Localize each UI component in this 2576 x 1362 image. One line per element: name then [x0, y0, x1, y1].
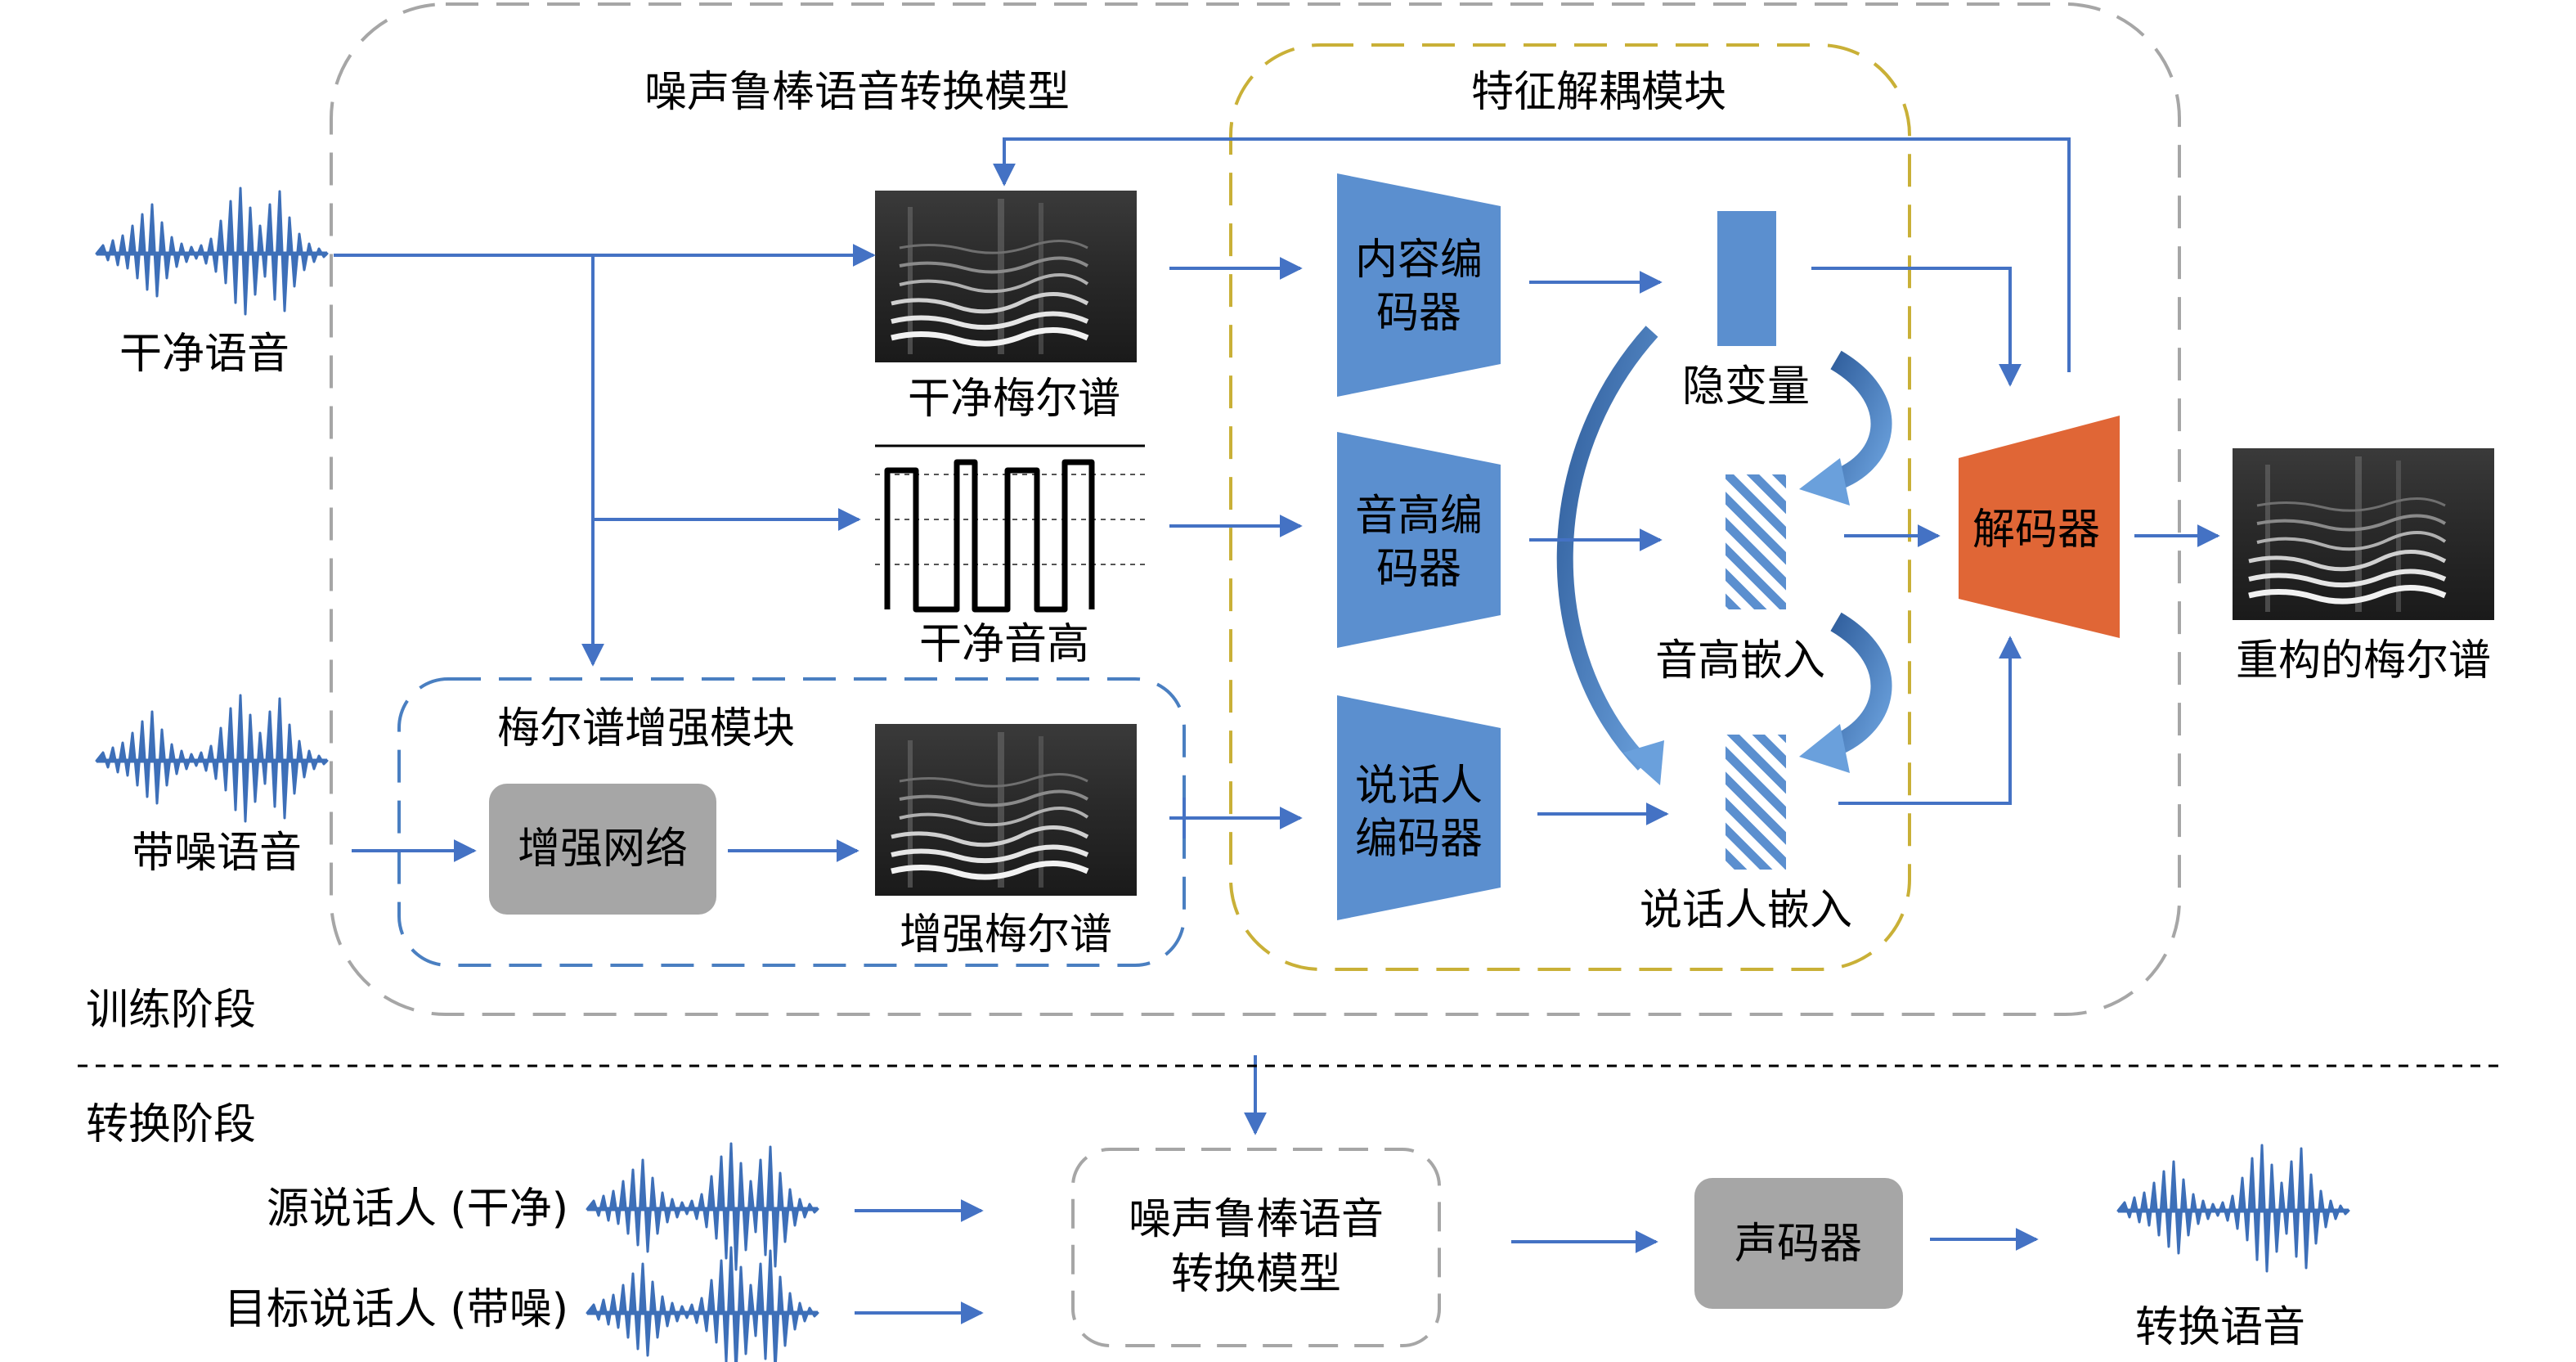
clean-mel-spectrogram: [875, 191, 1137, 362]
pitch-encoder-label-2: 码器: [1376, 545, 1461, 594]
target-speaker-label: 目标说话人 (带噪): [224, 1285, 568, 1334]
conversion-arrows: [855, 1199, 2039, 1324]
speaker-encoder-label-2: 编码器: [1355, 815, 1483, 864]
enhanced-mel-label: 增强梅尔谱: [900, 910, 1112, 960]
clean-pitch-plot: [875, 444, 1145, 613]
reconstructed-mel-spectrogram: [2233, 448, 2494, 620]
speaker-encoder-label-1: 说话人: [1355, 762, 1483, 811]
decouple-title: 特征解耦模块: [1471, 68, 1726, 117]
clean-pitch-label: 干净音高: [919, 620, 1089, 669]
latent-block: [1717, 211, 1776, 346]
speaker-encoder: [1337, 695, 1501, 920]
enhanced-mel-spectrogram: [875, 724, 1137, 896]
pitch-embed-block: [1726, 474, 1786, 609]
speaker-embed-block: [1726, 735, 1786, 870]
enhance-net-label: 增强网络: [518, 825, 688, 874]
content-encoder-label-2: 码器: [1376, 289, 1461, 338]
vocoder-label: 声码器: [1735, 1220, 1862, 1269]
model-container: [330, 2, 2181, 1016]
source-speaker-label: 源说话人 (干净): [267, 1184, 568, 1234]
enhance-container: [397, 677, 1186, 967]
decoder-label: 解码器: [1972, 506, 2100, 555]
converted-speech-label: 转换语音: [2135, 1303, 2305, 1352]
noisy-speech-label: 带噪语音: [132, 829, 302, 878]
conversion-model-label-1: 噪声鲁棒语音: [1129, 1195, 1384, 1244]
vocoder-box: [1694, 1178, 1903, 1309]
pitch-encoder: [1337, 432, 1501, 648]
content-encoder: [1337, 173, 1501, 397]
pitch-encoder-label-1: 音高编: [1355, 492, 1483, 541]
content-encoder-label-1: 内容编: [1355, 236, 1483, 285]
speaker-embed-label: 说话人嵌入: [1640, 886, 1852, 935]
clean-speech-label: 干净语音: [119, 330, 289, 379]
decoder: [1959, 416, 2120, 638]
conversion-stage-label: 转换阶段: [86, 1100, 256, 1149]
training-arrows: [334, 137, 2220, 1135]
decouple-curved-arrows: [1556, 326, 1892, 785]
latent-label: 隐变量: [1682, 362, 1810, 411]
enhance-net-box: [489, 784, 716, 915]
enhance-title: 梅尔谱增强模块: [497, 704, 795, 753]
training-stage-label: 训练阶段: [86, 986, 256, 1035]
pitch-embed-label: 音高嵌入: [1655, 636, 1825, 685]
conversion-model-box: [1071, 1148, 1441, 1347]
decouple-container: [1229, 43, 1911, 971]
model-title: 噪声鲁棒语音转换模型: [644, 68, 1070, 117]
conversion-model-label-2: 转换模型: [1171, 1250, 1341, 1299]
recon-mel-label: 重构的梅尔谱: [2236, 636, 2491, 685]
clean-mel-label: 干净梅尔谱: [908, 375, 1120, 424]
